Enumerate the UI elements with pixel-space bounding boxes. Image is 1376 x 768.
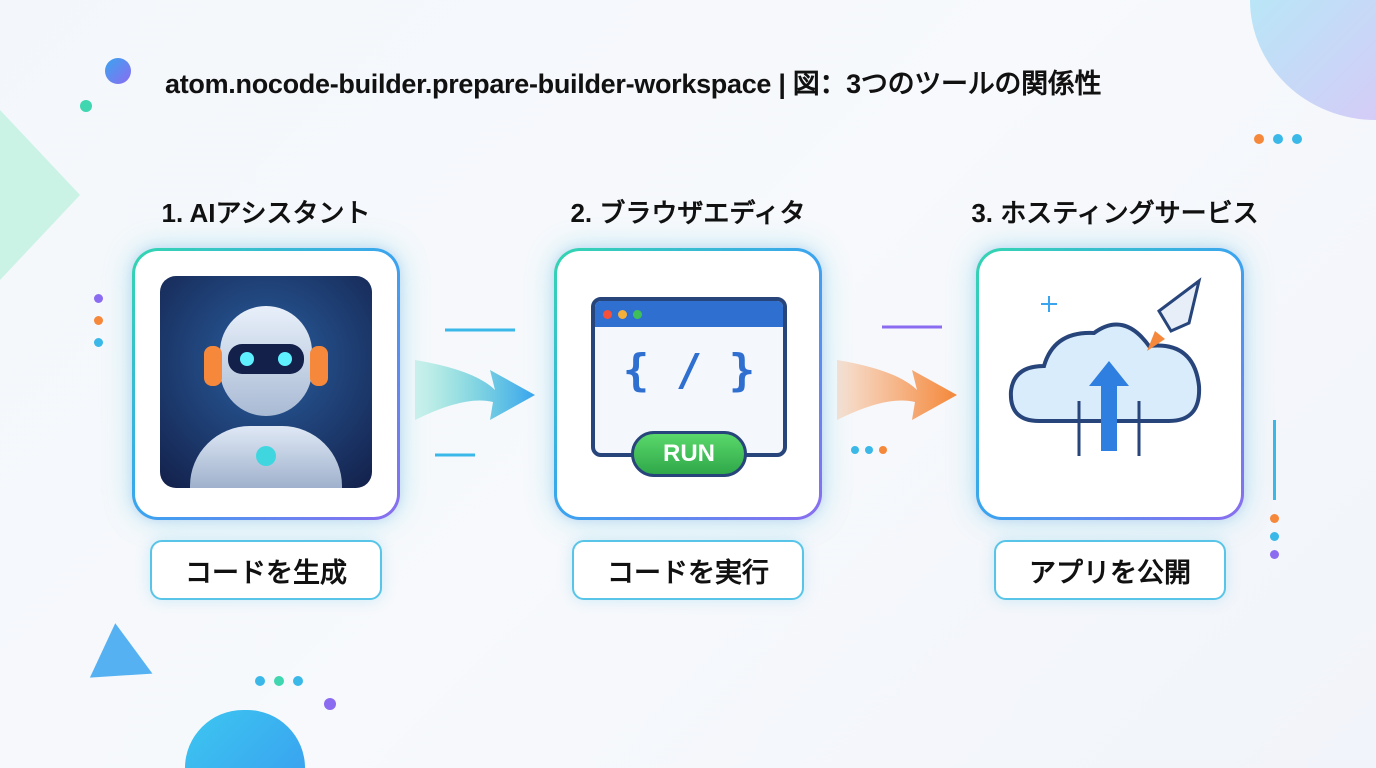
decor-triangle-left: [0, 110, 80, 280]
page-title: atom.nocode-builder.prepare-builder-work…: [165, 69, 1102, 99]
cloud-upload-rocket-icon: [1008, 277, 1202, 456]
decor-dot: [1270, 514, 1279, 523]
step-3-card: [976, 248, 1244, 520]
step-3-caption: アプリを公開: [994, 540, 1226, 600]
decor-dot: [80, 100, 92, 112]
decor-dot: [1270, 550, 1279, 559]
step-3-heading: 3. ホスティングサービス: [971, 198, 1259, 228]
step-1-caption: コードを生成: [150, 540, 382, 600]
decor-dot: [1273, 134, 1283, 144]
run-button[interactable]: RUN: [631, 431, 747, 477]
browser-code-editor-icon: { / }: [591, 297, 787, 457]
step-1-card: [132, 248, 400, 520]
decor-dot: [94, 316, 103, 325]
decor-line: [1273, 420, 1276, 500]
decor-dot: [255, 676, 265, 686]
decor-dot: [1292, 134, 1302, 144]
step-2-card: { / } RUN: [554, 248, 822, 520]
decor-dot: [274, 676, 284, 686]
step-1-heading: 1. AIアシスタント: [161, 198, 371, 228]
decor-circle-bottom: [185, 710, 305, 768]
decor-dot: [94, 294, 103, 303]
decor-dot: [94, 338, 103, 347]
code-glyph: { / }: [622, 345, 756, 396]
decor-dot: [1254, 134, 1264, 144]
decor-dot: [324, 698, 336, 710]
step-2-caption: コードを実行: [572, 540, 804, 600]
decor-circle-top-right: [1250, 0, 1376, 120]
decor-arrowhead: [89, 623, 166, 701]
step-2-heading: 2. ブラウザエディタ: [570, 198, 806, 228]
decor-dot: [293, 676, 303, 686]
decor-dot: [105, 58, 131, 84]
arrow-right-icon: [415, 328, 535, 457]
decor-dot: [1270, 532, 1279, 541]
ai-robot-headset-icon: [160, 276, 372, 488]
arrow-right-icon: [837, 325, 957, 454]
